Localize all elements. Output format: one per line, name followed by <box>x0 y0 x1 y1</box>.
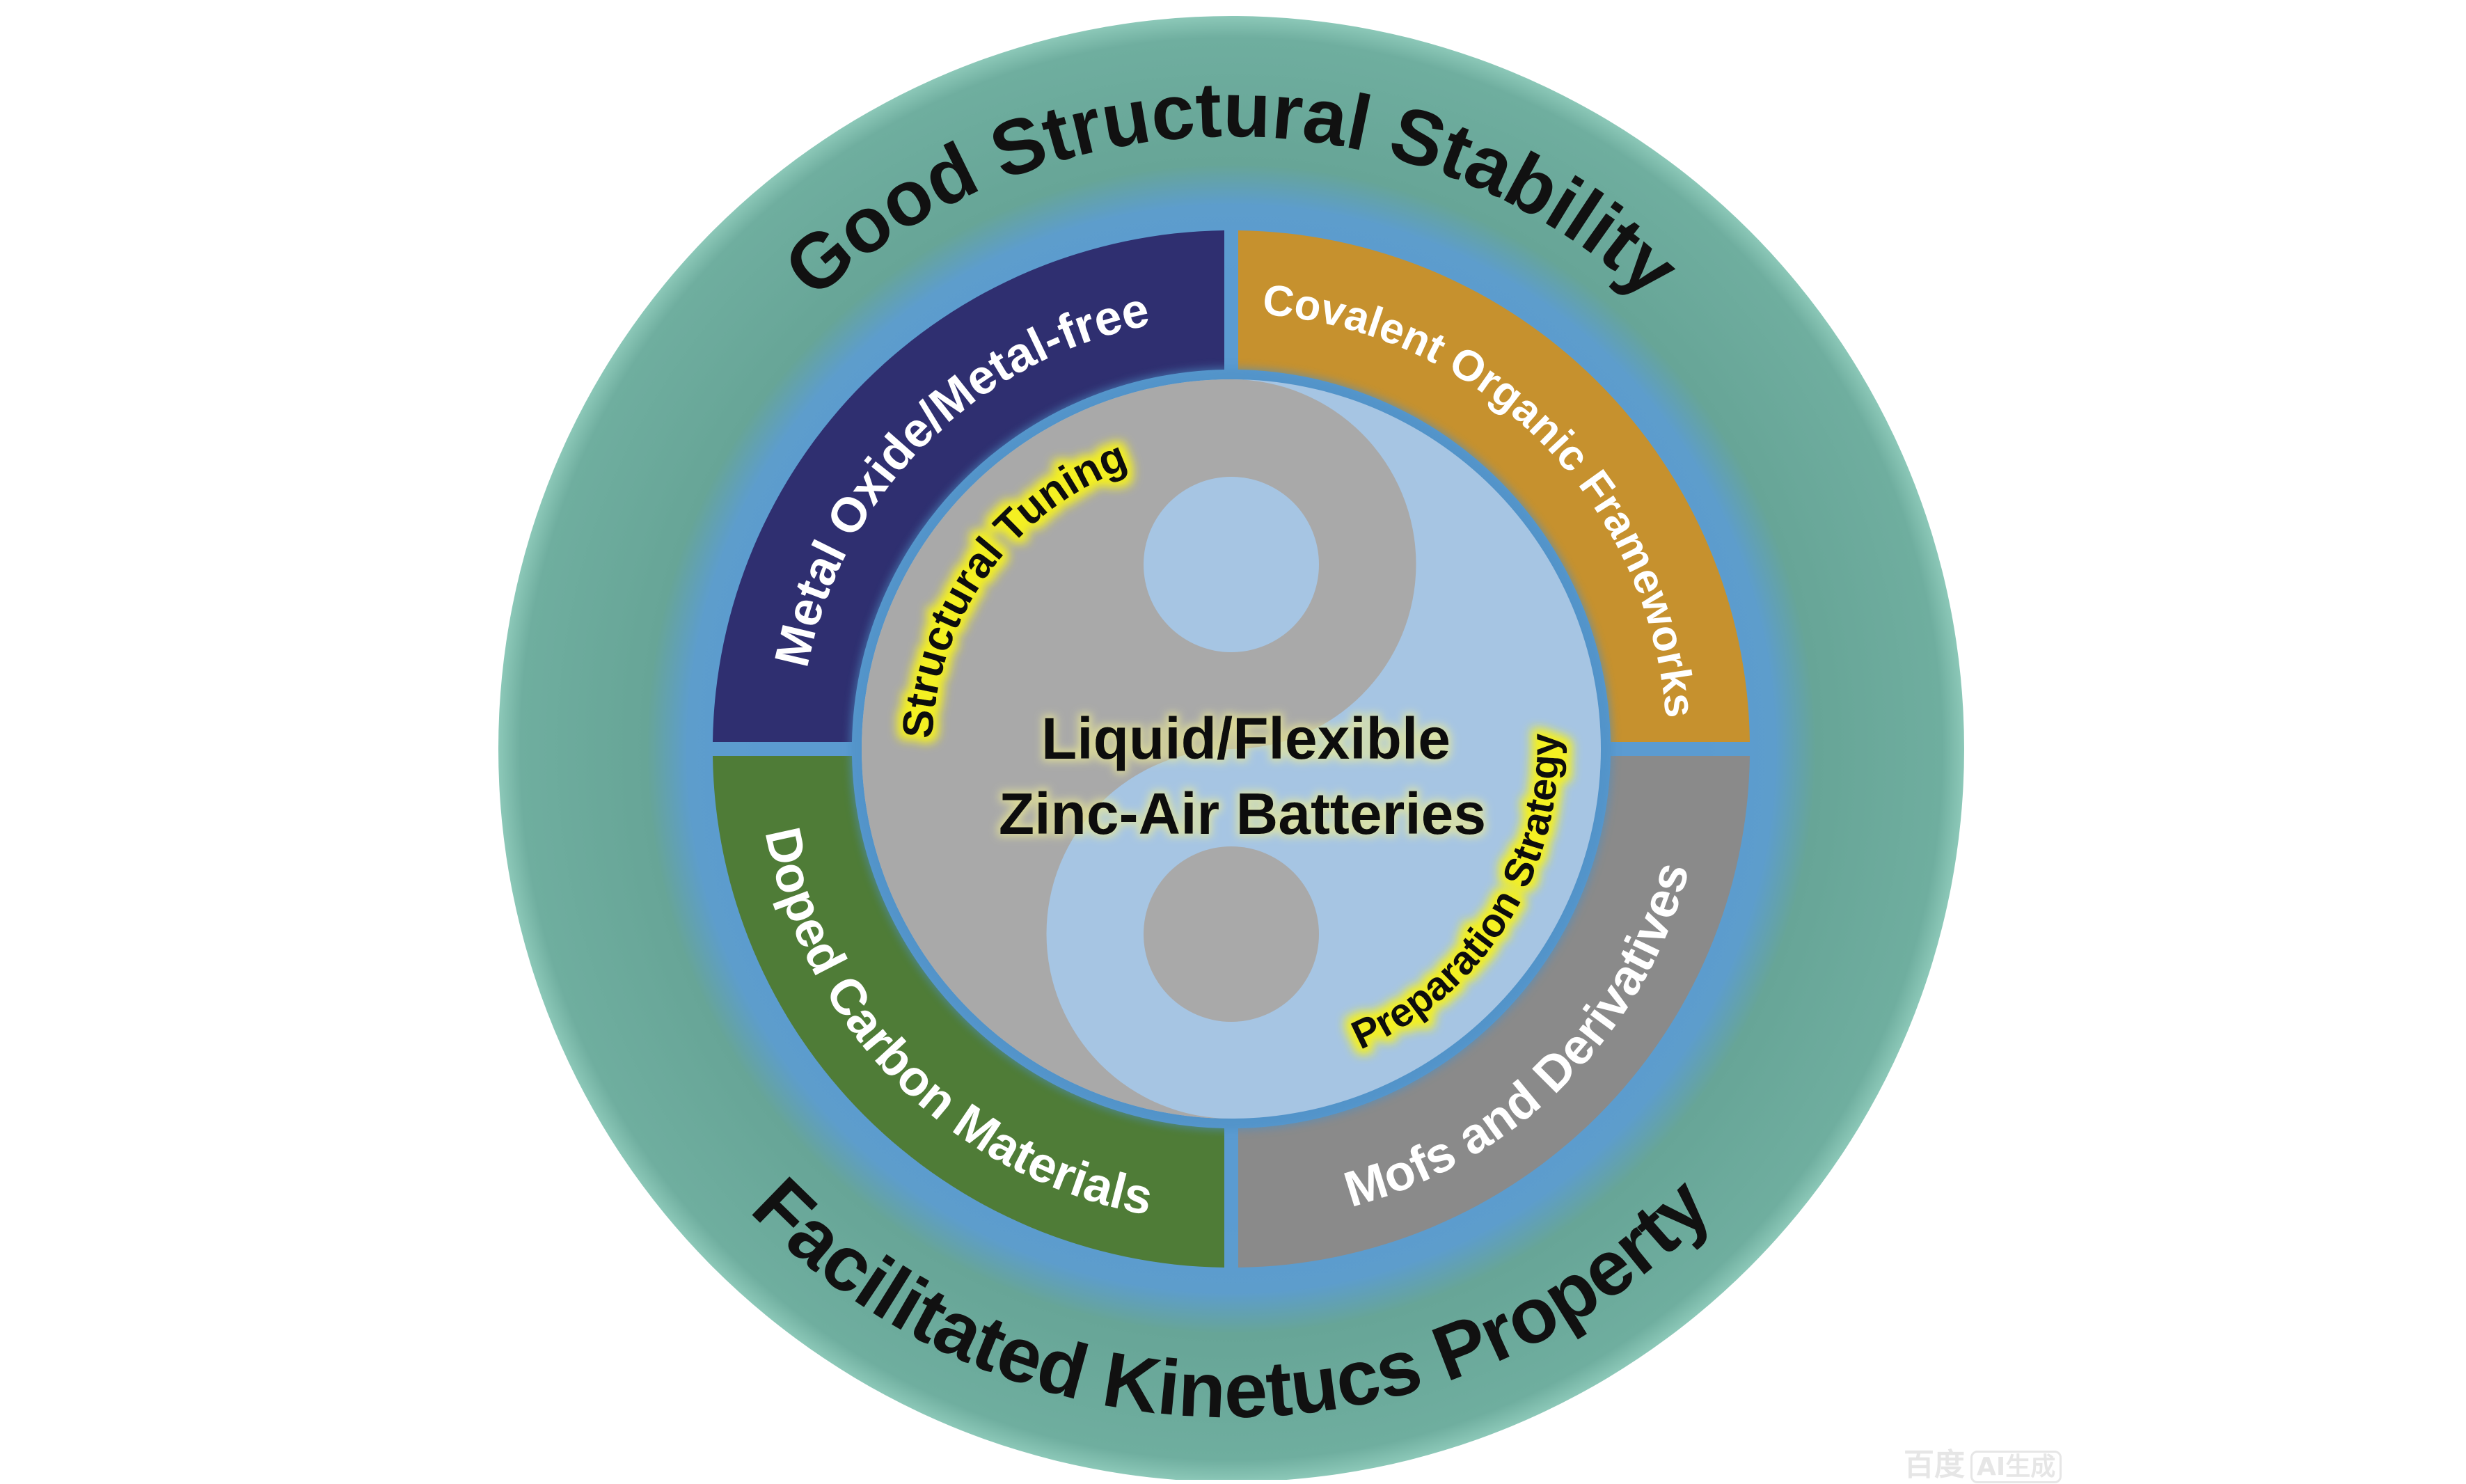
arc-glyph: s <box>1654 691 1704 720</box>
watermark-badge: AI生成 <box>1970 1451 2062 1483</box>
arc-glyph: e <box>1223 1346 1268 1434</box>
arc-glyph: n <box>1176 1345 1228 1435</box>
arc-glyph: t <box>1194 66 1224 154</box>
yang-eye <box>1144 846 1319 1022</box>
center-title-line1: Liquid/Flexible <box>1041 706 1451 771</box>
yin-eye <box>1144 477 1319 652</box>
watermark-brand: 百度 <box>1904 1447 1965 1483</box>
quadrant-metal-oxide <box>713 230 1224 742</box>
arc-glyph: C <box>1260 276 1297 326</box>
quadrant-doped-carbon <box>713 756 1224 1268</box>
center-title-line2: Zinc-Air Batteries <box>999 781 1486 846</box>
arc-glyph: t <box>1263 1344 1295 1432</box>
arc-glyph: c <box>1147 67 1199 157</box>
arc-glyph: S <box>894 707 944 740</box>
quadrant-group <box>713 230 1750 1268</box>
arc-glyph: K <box>1098 1335 1167 1430</box>
arc-glyph: g <box>1521 753 1567 780</box>
arc-glyph: u <box>1222 65 1272 154</box>
quadrant-mofs <box>1238 756 1750 1268</box>
quadrant-covalent-organic-frameworks <box>1238 230 1750 742</box>
arc-glyph: u <box>1285 1339 1343 1431</box>
arc-glyph: y <box>1522 733 1567 756</box>
